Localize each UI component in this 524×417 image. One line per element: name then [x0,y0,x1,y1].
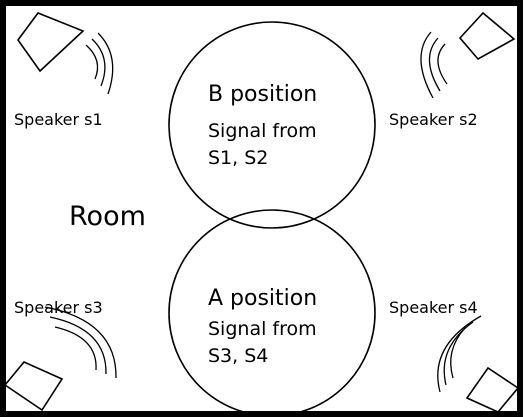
position-a-title: A position [208,286,317,311]
speaker-s3-icon [3,361,64,412]
speaker-s3 [3,306,117,412]
speaker-s2-waves [420,31,448,99]
speaker-s1-waves [85,32,114,95]
speaker-s4-icon [465,366,520,413]
position-b-title: B position [208,82,317,107]
speaker-s2 [420,11,516,99]
speaker-s1-label: Speaker s1 [14,110,103,129]
position-b-circle [168,21,376,229]
position-b-line1: Signal from [208,120,317,142]
position-a-line2: S3, S4 [208,345,268,367]
speaker-s1 [17,12,114,95]
position-a-line1: Signal from [208,318,317,340]
speaker-s4-label: Speaker s4 [389,298,478,317]
speaker-s2-icon [458,11,516,61]
position-b-line2: S1, S2 [208,147,268,169]
speaker-s4 [437,315,520,413]
speaker-s3-waves [44,306,117,379]
speaker-s1-icon [17,12,85,73]
speaker-s4-waves [437,315,482,393]
speaker-s3-label: Speaker s3 [14,298,103,317]
room-label: Room [69,201,146,232]
speaker-s2-label: Speaker s2 [389,110,478,129]
position-a-circle [168,209,376,417]
